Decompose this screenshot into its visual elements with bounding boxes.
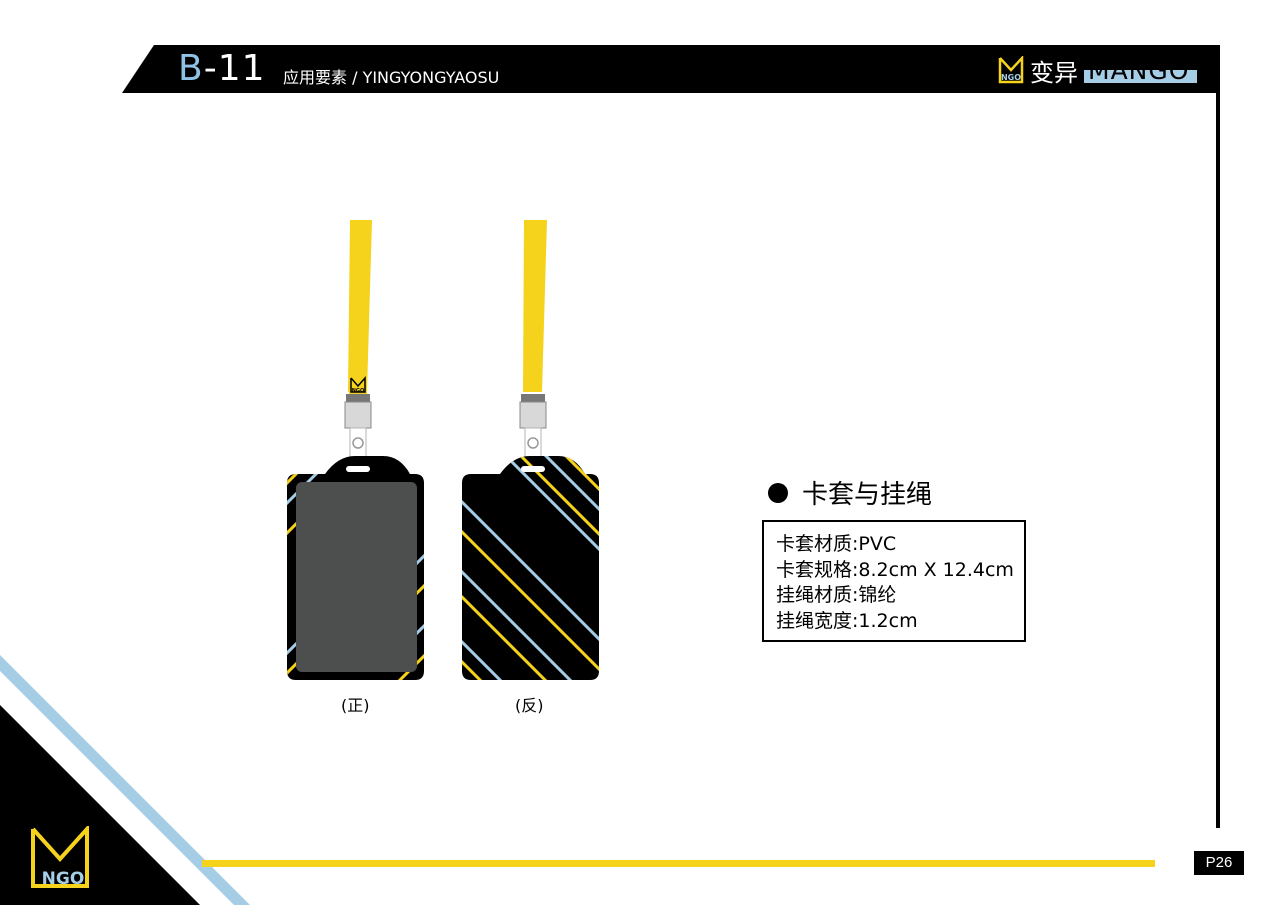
bottom-yellow-line: [202, 860, 1155, 867]
back-lanyard-strap: [523, 220, 547, 392]
section-code-prefix: B: [178, 48, 204, 89]
lanyard-logo-icon: NGO: [349, 376, 367, 394]
back-lanyard: [519, 220, 547, 475]
section-title: 应用要素 / YINGYONGYAOSU: [283, 68, 500, 87]
spec-item-lanyard-material: 挂绳材质:锦纶: [776, 584, 897, 606]
brand-name-cn: 变异: [1030, 58, 1078, 87]
corner-mango-logo-icon: NGO: [31, 826, 89, 889]
front-caption: (正): [341, 696, 370, 715]
brand-name-highlight: [1084, 69, 1198, 83]
back-badge-stripes: [462, 456, 599, 680]
svg-text:NGO: NGO: [42, 869, 85, 889]
info-heading-text: 卡套与挂绳: [802, 480, 933, 510]
frame-right-line: [1216, 93, 1220, 828]
brand-mark: NGO 变异 MANGO: [998, 54, 1198, 87]
front-clip-cap: [346, 394, 370, 402]
front-lanyard: NGO: [344, 220, 372, 475]
back-clip-body: [519, 401, 547, 429]
section-code: B-11: [178, 48, 266, 90]
front-clip-body: [344, 401, 372, 429]
header-bar: [122, 45, 1220, 93]
brand-name-en: MANGO: [1088, 55, 1190, 85]
front-badge-slot: [346, 466, 370, 472]
back-caption: (反): [515, 696, 544, 715]
back-clip-snap: [527, 437, 539, 449]
page-number: P26: [1194, 851, 1244, 875]
front-clip-snap: [352, 437, 364, 449]
section-code-number: -11: [203, 48, 266, 89]
front-badge: [287, 456, 424, 680]
spec-item-case-material: 卡套材质:PVC: [776, 533, 897, 555]
badge-illustration: NGO: [287, 220, 599, 680]
spec-list: 卡套材质:PVC 卡套规格:8.2cm X 12.4cm 挂绳材质:锦纶 挂绳宽…: [764, 522, 1024, 634]
back-clip-cap: [521, 394, 545, 402]
back-badge-slot: [521, 466, 545, 472]
svg-text:NGO: NGO: [1001, 73, 1021, 82]
svg-text:NGO: NGO: [352, 388, 365, 394]
spec-item-case-size: 卡套规格:8.2cm X 12.4cm: [776, 558, 1014, 581]
back-badge: [462, 456, 599, 680]
spec-box: 卡套材质:PVC 卡套规格:8.2cm X 12.4cm 挂绳材质:锦纶 挂绳宽…: [762, 520, 1026, 642]
spec-item-lanyard-width: 挂绳宽度:1.2cm: [776, 609, 918, 632]
brand-name-en-wrap: MANGO: [1084, 55, 1198, 85]
info-heading: 卡套与挂绳: [768, 474, 932, 511]
front-lanyard-strap: [348, 220, 372, 392]
front-badge-window: [296, 482, 417, 672]
bullet-dot-icon: [768, 482, 788, 503]
mango-logo-icon: NGO: [998, 56, 1024, 84]
